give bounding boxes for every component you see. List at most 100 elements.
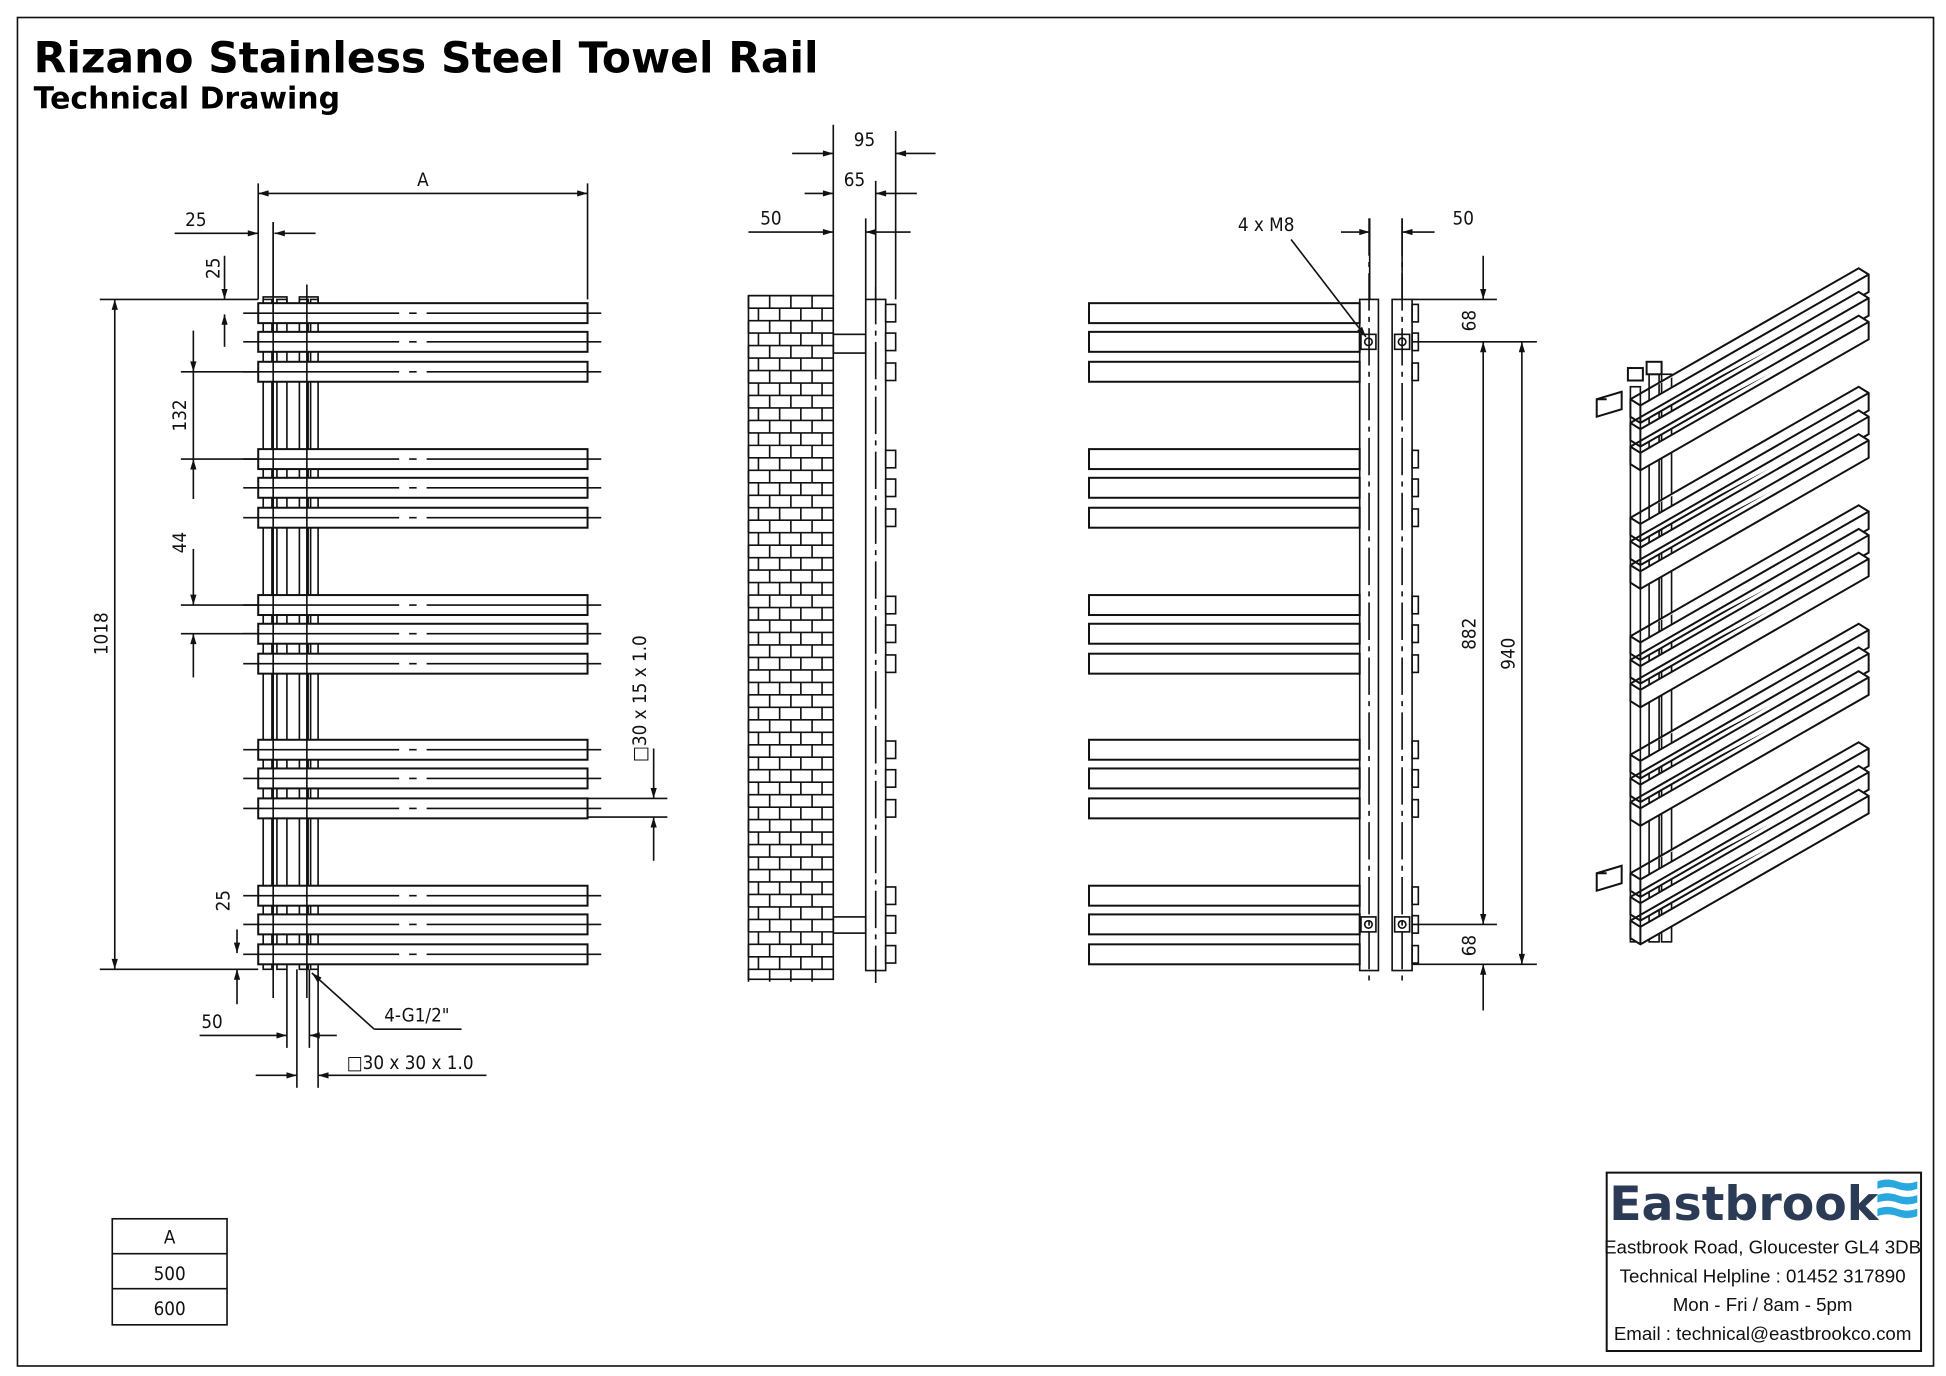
rear-rail-end [1411, 798, 1420, 818]
eastbrook-waves-icon [1877, 1179, 1918, 1219]
dim-overall: 940 [1498, 638, 1519, 670]
rear-rail-bar [1088, 506, 1361, 529]
side-rail-end [884, 654, 897, 674]
iso-valve [1595, 390, 1623, 419]
rear-rail-bar [1088, 652, 1361, 675]
wall-bracket [832, 333, 867, 354]
rear-rail-end [1411, 768, 1420, 788]
bolt-bracket [1393, 333, 1411, 351]
rear-view-dimensions: 50 4 x M8 68 882 940 68 [1238, 209, 1537, 1011]
iso-inlet [1626, 367, 1644, 382]
rear-rail-bar [1088, 884, 1361, 907]
company-hours: Mon - Fri / 8am - 5pm [1673, 1294, 1853, 1315]
iso-rail-bar [1629, 385, 1870, 543]
wall-bracket [832, 916, 867, 934]
page-subtitle: Technical Drawing [34, 82, 340, 117]
iso-rail-bar [1629, 551, 1870, 709]
m8-bolt-icon [1397, 919, 1407, 929]
bolt-bracket [1360, 333, 1377, 351]
rear-rail-bar [1088, 330, 1361, 353]
rear-rail-bar [1088, 476, 1361, 499]
iso-rail-bar [1629, 527, 1870, 685]
rear-rail-end [1411, 478, 1420, 498]
rear-rail-bar [1088, 594, 1361, 617]
m8-bolt-icon [1363, 337, 1373, 347]
rear-rail-end [1411, 449, 1420, 469]
size-table-row: 500 [154, 1264, 186, 1285]
iso-inlet [1645, 360, 1663, 376]
company-helpline: Technical Helpline : 01452 317890 [1620, 1265, 1906, 1286]
iso-rail-bar [1629, 764, 1870, 922]
dim-bottom-bracket: 68 [1460, 935, 1481, 956]
iso-rail-bar [1629, 432, 1870, 590]
side-rail-end [884, 449, 897, 469]
rear-rail-end [1411, 944, 1420, 964]
rear-rail-end [1411, 362, 1420, 382]
rear-rail-bar [1088, 302, 1361, 325]
rear-rail-bar [1088, 767, 1361, 790]
rear-rail-bar [1088, 622, 1361, 645]
dim-column-profile: □30 x 30 x 1.0 [347, 1053, 474, 1074]
rear-rail-bar [1088, 448, 1361, 471]
side-view [747, 286, 897, 986]
rear-rail-end [1411, 740, 1420, 760]
side-rail-end [884, 886, 897, 906]
brick-wall [747, 294, 835, 982]
bolt-bracket [1393, 916, 1411, 933]
company-email[interactable]: Email : technical@eastbrookco.com [1614, 1323, 1912, 1344]
iso-rail-bar [1629, 788, 1870, 946]
dim-bar-spacing: 44 [170, 532, 191, 553]
rear-rail-end [1411, 303, 1420, 323]
drawing-border [16, 16, 1935, 1367]
rear-rail-end [1411, 886, 1420, 906]
dim-width-a: A [417, 170, 429, 191]
rear-rail-bar [1088, 913, 1361, 936]
side-rail-end [884, 595, 897, 615]
company-info-box: Eastbrook Eastbrook Road, Gloucester GL4… [1604, 1171, 1923, 1353]
rear-rail-end [1411, 595, 1420, 615]
dim-tube-offset: 25 [185, 210, 206, 231]
side-rail-end [884, 478, 897, 498]
rear-rail-bar [1088, 797, 1361, 820]
dim-bracket-spacing: 882 [1460, 618, 1481, 650]
rear-rail-end [1411, 624, 1420, 644]
side-rail-end [884, 624, 897, 644]
rear-rail-end [1411, 508, 1420, 528]
dim-top-bracket: 68 [1460, 310, 1481, 331]
iso-valve [1595, 864, 1623, 893]
dim-total-depth: 95 [854, 130, 875, 151]
iso-rail-bar [1629, 267, 1870, 425]
dim-wall-gap: 50 [760, 209, 781, 230]
side-rail-end [884, 303, 897, 323]
side-rail-end [884, 798, 897, 818]
front-view-dimensions: A 25 25 1018 132 44 □30 x 15 x 1.0 25 50 [91, 170, 668, 1088]
size-table-row: 600 [154, 1299, 186, 1320]
rear-rail-bar [1088, 738, 1361, 761]
bolt-bracket [1360, 916, 1377, 933]
side-rail-end [884, 508, 897, 528]
dim-height: 1018 [91, 612, 112, 655]
rear-rail-bar [1088, 943, 1361, 966]
iso-rail-bar [1629, 290, 1870, 448]
iso-rail-bar [1629, 409, 1870, 567]
dim-bottom-offset: 25 [214, 890, 235, 911]
iso-rail-bar [1629, 504, 1870, 662]
side-rail-end [884, 332, 897, 352]
iso-rail-bar [1629, 622, 1870, 780]
side-rail-end [884, 740, 897, 760]
side-view-dimensions: 95 65 50 [748, 124, 936, 300]
side-rail-end [884, 362, 897, 382]
iso-rail-bar [1629, 741, 1870, 899]
dim-bar-profile: □30 x 15 x 1.0 [630, 635, 651, 762]
m8-bolt-icon [1363, 919, 1373, 929]
front-view [243, 222, 602, 998]
rear-view [1088, 218, 1420, 986]
isometric-view [1595, 267, 1870, 946]
side-rail-end [884, 914, 897, 934]
side-rail-end [884, 768, 897, 788]
m8-bolt-icon [1397, 337, 1407, 347]
dim-depth-65: 65 [844, 170, 865, 191]
company-address: Eastbrook Road, Gloucester GL4 3DB [1604, 1237, 1921, 1258]
page-title: Rizano Stainless Steel Towel Rail [34, 34, 819, 83]
